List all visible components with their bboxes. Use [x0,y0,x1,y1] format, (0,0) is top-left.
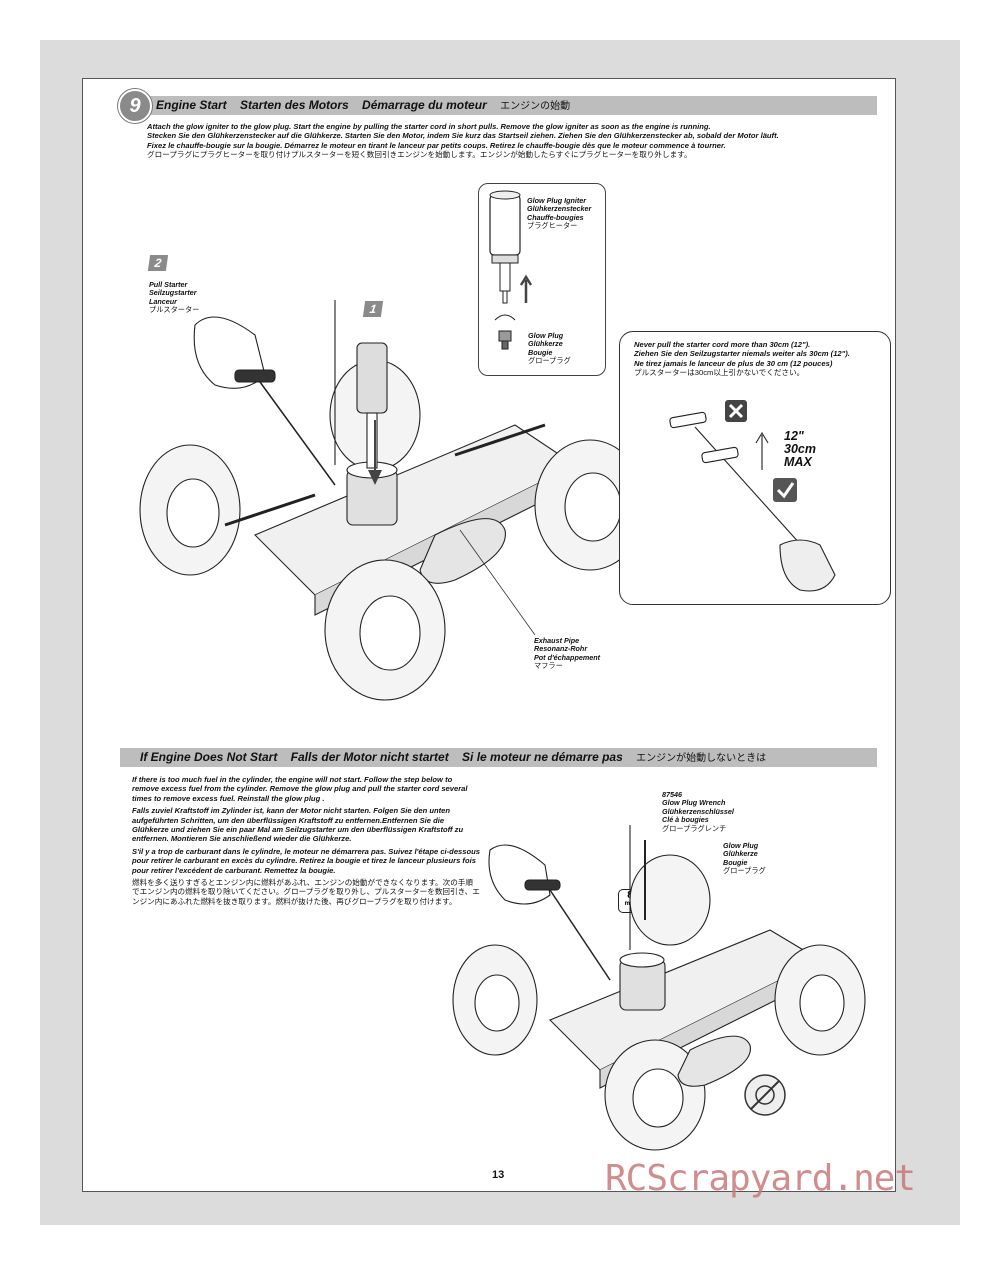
part-number: 87546 [662,790,682,799]
exhaust-leader-line [459,529,536,636]
glow-plug-wrench-label: 87546 Glow Plug Wrench Glühkerzenschlüss… [662,790,734,833]
label-de: Glühkerzenschlüssel [662,806,734,816]
label-jp: マフラー [534,661,563,671]
measure-max: MAX [784,455,812,469]
engine-not-start-instructions: If there is too much fuel in the cylinde… [132,775,480,906]
label-jp: グロープラグ [723,866,766,876]
glow-plug-label: Glow Plug Glühkerze Bougie グロープラグ [528,331,571,366]
label-en: Glow Plug [528,331,564,340]
x-mark-icon [725,400,747,422]
label-de: Resonanz-Rohr [534,644,588,654]
warning-de: Ziehen Sie den Seilzugstarter niemals we… [634,349,850,359]
substep-2-badge: 2 [147,255,169,271]
step-9-title-jp: エンジンの始動 [500,101,571,112]
measure-cm: 30cm [784,442,816,456]
troubleshoot-fr: S'il y a trop de carburant dans le cylin… [132,846,480,875]
instruction-fr: Fixez le chauffe-bougie sur la bougie. D… [147,140,726,150]
starter-cord-warning-box [619,331,891,605]
glow-igniter-illustration [489,190,533,350]
truck-illustration-step-2 [452,825,866,1151]
instruction-en: Attach the glow igniter to the glow plug… [147,122,711,131]
label-de: Glühkerzenstecker [527,204,592,214]
label-fr: Chauffe-bougies [527,212,584,222]
pull-starter-diagram [669,400,836,592]
pull-limit-measure: 12" 30cm MAX [784,430,816,469]
label-en: Exhaust Pipe [534,636,580,645]
label-de: Seilzugstarter [149,288,197,298]
label-fr: Bougie [528,347,553,357]
troubleshoot-en: If there is too much fuel in the cylinde… [132,775,468,803]
troubleshoot-jp: 燃料を多く送りすぎるとエンジン内に燃料があふれ、エンジンの始動ができなくなります… [132,878,480,906]
label-fr: Pot d'échappement [534,652,601,662]
label-en: Pull Starter [149,280,188,289]
step-number-badge: 9 [118,89,152,123]
pull-starter-label: Pull Starter Seilzugstarter Lanceur プルスタ… [149,280,200,315]
step-9-instructions: Attach the glow igniter to the glow plug… [147,122,887,160]
label-de: Glühkerze [528,339,563,349]
watermark: RCScrapyard.net [605,1158,916,1199]
warning-jp: プルスターターは30cm以上引かないでください。 [634,368,805,378]
warning-fr: Ne tirez jamais le lanceur de plus de 30… [634,358,833,368]
glow-igniter-label: Glow Plug Igniter Glühkerzenstecker Chau… [527,196,592,231]
label-jp: プラグヒーター [527,221,578,231]
instruction-de: Stecken Sie den Glühkerzenstecker auf di… [147,131,779,141]
label-en: Glow Plug [723,841,759,850]
no-fuel-icon [744,1074,786,1116]
engine-not-start-title-jp: エンジンが始動しないときは [636,753,767,764]
label-jp: グロープラグレンチ [662,823,727,833]
instruction-jp: グロープラグにプラグヒーターを取り付けプルスターターを短く数回引きエンジンを始動… [147,150,692,160]
engine-not-start-header: If Engine Does Not Start Falls der Motor… [120,748,877,767]
step-9-header: Engine Start Starten des Motors Démarrag… [132,96,877,115]
truck-illustration-step-1 [139,300,646,701]
warning-text: Never pull the starter cord more than 30… [634,340,884,378]
label-fr: Bougie [723,857,748,867]
label-de: Glühkerze [723,849,758,859]
measure-inches: 12" [784,429,804,443]
engine-not-start-title: If Engine Does Not Start Falls der Motor… [140,750,623,764]
label-fr: Lanceur [149,296,177,306]
glow-plug-label-2: Glow Plug Glühkerze Bougie グロープラグ [723,841,766,876]
label-en: Glow Plug Igniter [527,196,587,205]
step-9-title: Engine Start Starten des Motors Démarrag… [156,98,487,112]
label-en: Glow Plug Wrench [662,798,726,808]
label-fr: Clé à bougies [662,815,709,825]
check-mark-icon [773,478,797,502]
page-number: 13 [492,1169,505,1181]
warning-en: Never pull the starter cord more than 30… [634,340,811,349]
troubleshoot-de: Falls zuviel Kraftstoff im Zylinder ist,… [132,806,464,844]
label-jp: プルスターター [149,305,200,315]
exhaust-pipe-label: Exhaust Pipe Resonanz-Rohr Pot d'échappe… [534,636,601,671]
label-jp: グロープラグ [528,356,571,366]
